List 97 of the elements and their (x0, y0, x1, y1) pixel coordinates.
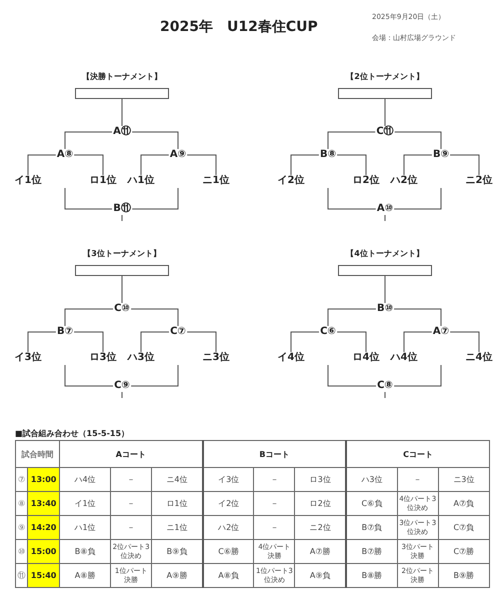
bracket-line (186, 332, 216, 352)
table-cell: B⑦勝 (346, 540, 398, 564)
table-cell: － (254, 516, 295, 540)
bracket-line (404, 332, 432, 352)
team-label: ロ2位 (352, 175, 380, 187)
bracket-line (336, 332, 366, 352)
team-label: ロ4位 (352, 352, 380, 364)
team-label: ニ2位 (464, 175, 494, 187)
team-label: イ2位 (276, 175, 306, 187)
team-label: ニ3位 (202, 352, 230, 364)
time-cell: 13:00 (28, 468, 60, 492)
bracket-line (394, 188, 442, 210)
team-label: イ4位 (276, 352, 306, 364)
table-cell: ハ3位 (346, 468, 398, 492)
table-cell: B⑦負 (346, 516, 398, 540)
table-cell: C⑦負 (438, 516, 490, 540)
table-cell: ニ3位 (438, 468, 490, 492)
team-label: ロ3位 (88, 352, 118, 364)
table-cell: イ3位 (202, 468, 254, 492)
bracket-line (290, 154, 320, 176)
table-cell: C⑥勝 (202, 540, 254, 564)
bracket-line (328, 188, 376, 210)
bracket-line (64, 132, 113, 150)
table-cell: － (110, 468, 152, 492)
bracket-line (130, 364, 178, 386)
table-cell: ハ1位 (60, 516, 111, 540)
table-cell: － (397, 468, 438, 492)
team-label: ハ1位 (126, 175, 156, 187)
bracket-line (404, 154, 432, 176)
bracket-line (28, 154, 56, 176)
header-cell: 試合時間 (16, 440, 60, 468)
bracket-line (393, 364, 442, 386)
table-cell: A⑦負 (438, 492, 490, 516)
table-cell: － (110, 516, 152, 540)
bracket-line (328, 308, 376, 326)
bracket-heading: 【2位トーナメント】 (346, 72, 424, 82)
bracket-line (186, 154, 216, 176)
team-label: ニ4位 (464, 352, 494, 364)
bracket-line (328, 132, 376, 150)
header-cell: Aコート (60, 440, 203, 468)
table-cell: A⑧負 (202, 564, 254, 588)
bracket-line (140, 154, 170, 176)
bracket-heading: 【決勝トーナメント】 (82, 72, 162, 82)
bracket-line (450, 332, 480, 352)
bracket-line (64, 308, 114, 326)
bracket-line (28, 332, 56, 352)
bracket-line (131, 188, 178, 210)
match-label: C⑪ (375, 126, 395, 138)
team-label: ニ1位 (202, 175, 230, 187)
header-cell: Bコート (202, 440, 346, 468)
table-cell: B⑧勝 (346, 564, 398, 588)
bracket-line (450, 154, 480, 176)
title: 2025年 U12春住CUP (160, 18, 318, 36)
table-cell: イ1位 (60, 492, 111, 516)
table-cell: C⑥負 (346, 492, 398, 516)
bracket-line (64, 188, 113, 210)
bracket-line (328, 364, 377, 386)
bracket-line (131, 132, 178, 150)
team-label: ハ2位 (390, 175, 418, 187)
table-cell: B⑨勝 (438, 564, 490, 588)
bracket-line (394, 132, 442, 150)
header-cell: Cコート (346, 440, 490, 468)
bracket-heading: 【4位トーナメント】 (346, 249, 424, 259)
table-cell: － (254, 492, 295, 516)
bracket-line (140, 332, 170, 352)
team-label: ロ1位 (88, 175, 118, 187)
team-label: ハ3位 (126, 352, 156, 364)
table-cell: B⑧負 (60, 540, 111, 564)
match-label: B⑪ (112, 203, 132, 215)
time-cell: 13:40 (28, 492, 60, 516)
bracket-line (384, 392, 386, 398)
team-label: イ1位 (14, 175, 42, 187)
bracket-line (336, 154, 366, 176)
table-cell: C⑦勝 (438, 540, 490, 564)
bracket-line (130, 308, 178, 326)
bracket-line (74, 154, 104, 176)
bracket-line (394, 308, 442, 326)
bracket-line (384, 214, 386, 222)
table-cell: イ2位 (202, 492, 254, 516)
time-cell: 15:40 (28, 564, 60, 588)
bracket-line (384, 276, 386, 304)
time-cell: 14:20 (28, 516, 60, 540)
bracket-heading: 【3位トーナメント】 (83, 249, 161, 259)
bracket-line (64, 364, 114, 386)
table-cell: － (254, 468, 295, 492)
time-cell: 15:00 (28, 540, 60, 564)
table-cell: － (110, 492, 152, 516)
team-label: ハ4位 (390, 352, 418, 364)
table-cell: ハ2位 (202, 516, 254, 540)
table-cell: ハ4位 (60, 468, 111, 492)
bracket-line (384, 98, 386, 126)
team-label: イ3位 (14, 352, 42, 364)
section-heading: ■試合組み合わせ（15-5-15） (15, 428, 130, 439)
table-cell: A⑧勝 (60, 564, 111, 588)
bracket-line (74, 332, 104, 352)
bracket-line (290, 332, 320, 352)
match-label: A⑪ (112, 126, 132, 138)
